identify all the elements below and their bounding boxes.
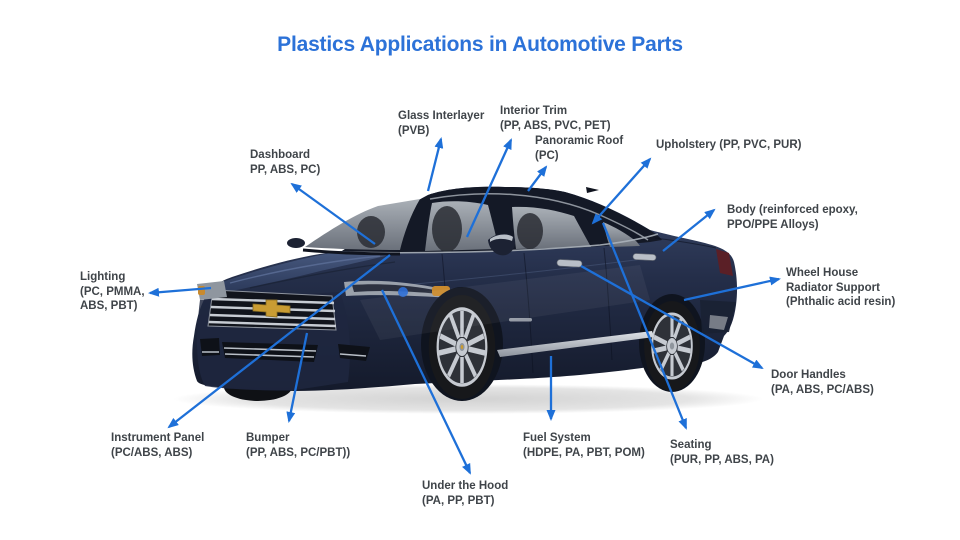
interior-seats (357, 206, 543, 252)
arrow-bumper (286, 332, 309, 423)
rear-wheel (644, 301, 700, 391)
headlight-left (197, 281, 227, 300)
label-panoramic-roof: Panoramic Roof (PC) (535, 135, 624, 162)
bowtie-emblem (252, 299, 291, 318)
hood (209, 251, 400, 295)
label-seating: Seating (PUR, PP, ABS, PA) (670, 439, 774, 466)
door-handles-chrome (556, 253, 657, 268)
label-door-handles: Door Handles (PA, ABS, PC/ABS) (771, 369, 874, 396)
arrow-glass-interlayer (426, 137, 444, 192)
side-mirror (287, 233, 516, 256)
arrow-panoramic-roof (527, 165, 548, 192)
label-fuel-system: Fuel System (HDPE, PA, PBT, POM) (523, 432, 645, 459)
arrow-instrument-panel (167, 254, 391, 429)
arrow-dashboard (290, 182, 376, 245)
label-body: Body (reinforced epoxy, PPO/PPE Alloys) (727, 204, 858, 231)
label-wheel-house: Wheel House Radiator Support (Phthalic a… (786, 267, 896, 309)
impala-badge (509, 318, 532, 322)
arrow-seating (601, 222, 688, 430)
car-artwork (173, 186, 763, 414)
rocker-chrome-strip (497, 331, 654, 357)
arrow-door-handles (580, 264, 764, 370)
arrow-layer (148, 137, 781, 475)
arrow-under-hood (380, 289, 472, 475)
arrow-lighting (148, 286, 212, 297)
arrow-wheel-house (683, 276, 781, 302)
label-upholstery: Upholstery (PP, PVC, PUR) (656, 139, 802, 151)
arrow-body (662, 208, 716, 252)
grille (207, 289, 337, 331)
label-under-hood: Under the Hood (PA, PP, PBT) (422, 480, 509, 507)
label-glass-interlayer: Glass Interlayer (PVB) (398, 110, 485, 137)
front-wheel (428, 295, 496, 399)
headlight-right (344, 280, 452, 298)
tail-details (654, 237, 736, 334)
label-instrument-panel: Instrument Panel (PC/ABS, ABS) (111, 432, 205, 459)
lower-grille (200, 338, 370, 362)
label-lighting: Lighting (PC, PMMA, ABS, PBT) (80, 271, 145, 313)
page-title: Plastics Applications in Automotive Part… (277, 33, 683, 56)
label-bumper: Bumper (PP, ABS, PC/PBT)) (246, 432, 351, 459)
label-interior-trim: Interior Trim (PP, ABS, PVC, PET) (500, 105, 611, 132)
label-dashboard: Dashboard PP, ABS, PC) (250, 149, 321, 176)
arrow-interior-trim (465, 138, 513, 238)
arrow-upholstery (591, 157, 652, 225)
